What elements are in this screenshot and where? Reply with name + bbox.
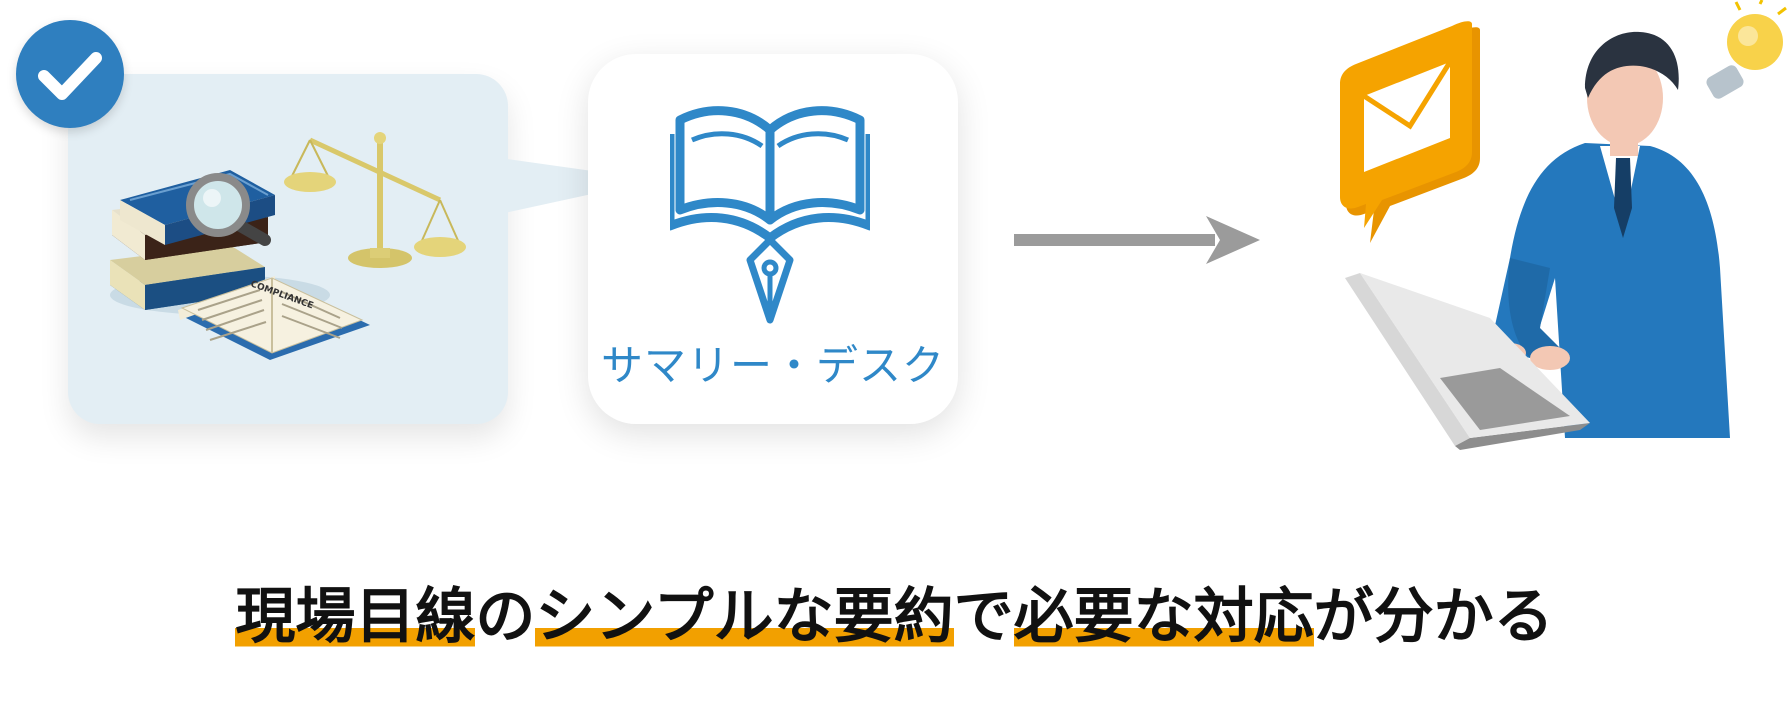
law-books-icon: COMPLIANCE	[110, 132, 466, 360]
scale-icon	[284, 132, 466, 268]
businessman-icon	[1345, 31, 1730, 450]
headline-highlight-3: 必要な対応	[1013, 582, 1314, 652]
headline-connector-3: が分かる	[1313, 582, 1554, 652]
app-logo-card: サマリー・デスク	[588, 54, 958, 424]
check-icon	[38, 52, 102, 100]
arrow-right-icon	[1014, 216, 1260, 264]
speech-bubble-tail	[500, 158, 656, 214]
lightbulb-icon	[1706, 0, 1787, 99]
headline-connector-2: で	[953, 582, 1014, 652]
headline-highlight-2: シンプルな要約	[535, 582, 954, 652]
headline-connector-1: の	[475, 582, 536, 652]
magnifier-icon	[186, 173, 271, 246]
open-book-pen-icon	[670, 106, 870, 324]
app-name: サマリー・デスク	[600, 341, 945, 390]
headline: 現場目線のシンプルな要約で必要な対応が分かる	[0, 572, 1789, 662]
headline-highlight-1: 現場目線	[235, 582, 476, 652]
check-badge	[16, 20, 124, 128]
mail-bubble-icon	[1340, 21, 1480, 243]
